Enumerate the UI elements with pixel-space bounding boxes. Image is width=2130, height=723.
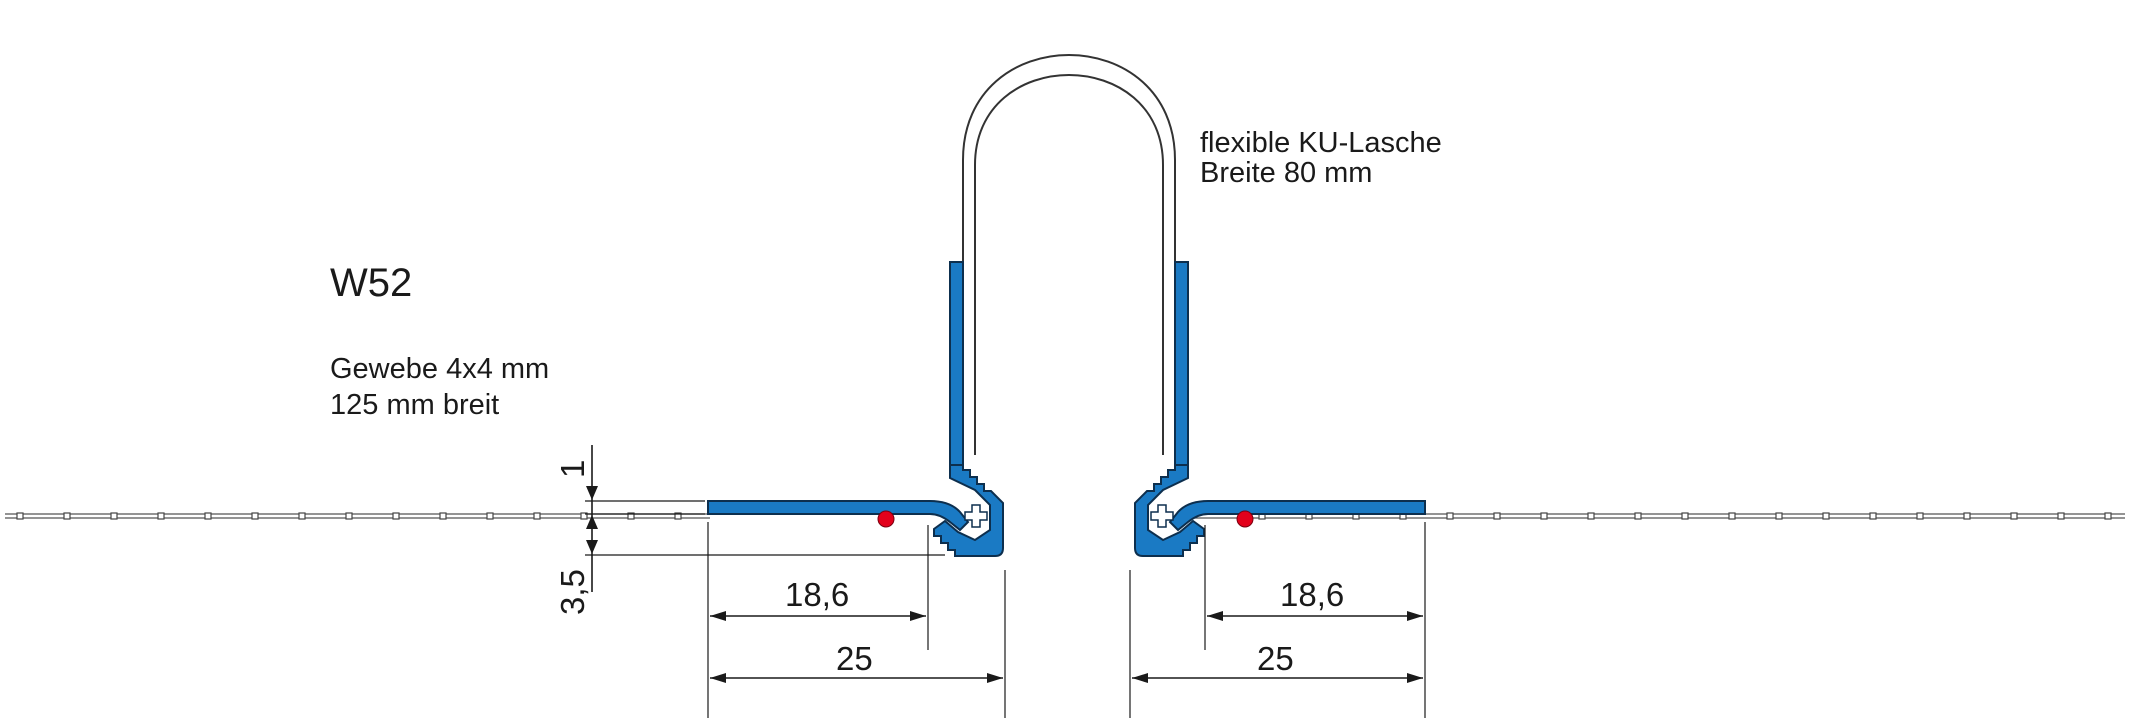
mesh-node [1634, 512, 1642, 520]
mesh-node [1587, 512, 1595, 520]
mesh-node [1540, 512, 1548, 520]
seal-dot-left [877, 510, 895, 528]
dim-left-outer: 25 [836, 640, 873, 677]
dim-thickness-top: 1 [554, 460, 591, 478]
mesh-node [345, 512, 353, 520]
dim-right-inner: 18,6 [1280, 576, 1344, 613]
mesh-node [204, 512, 212, 520]
fabric-label-line2: 125 mm breit [330, 389, 499, 421]
mesh-node [63, 512, 71, 520]
mesh-node [1775, 512, 1783, 520]
mesh-node [2057, 512, 2065, 520]
dim-thickness-bottom: 3,5 [554, 569, 591, 615]
profile-right [1134, 261, 1426, 557]
mesh-node [1446, 512, 1454, 520]
dim-right-outer: 25 [1257, 640, 1294, 677]
mesh-node [533, 512, 541, 520]
mesh-node [2104, 512, 2112, 520]
mesh-node [486, 512, 494, 520]
mesh-node [298, 512, 306, 520]
mesh-node [1869, 512, 1877, 520]
mesh-node [2010, 512, 2018, 520]
mesh-node [1681, 512, 1689, 520]
mesh-node [16, 512, 24, 520]
flap-label-line1: flexible KU-Lasche [1200, 127, 1442, 159]
seal-dot-right [1236, 510, 1254, 528]
mesh-node [1916, 512, 1924, 520]
dimension-lines [707, 522, 1426, 718]
mesh-node [251, 512, 259, 520]
mesh-node [110, 512, 118, 520]
mesh-node [674, 512, 682, 520]
mesh-node [1493, 512, 1501, 520]
mesh-node [627, 512, 635, 520]
mesh-node [1822, 512, 1830, 520]
fabric-label-line1: Gewebe 4x4 mm [330, 353, 549, 385]
mesh-node [1963, 512, 1971, 520]
mesh-node [392, 512, 400, 520]
dim-left-inner: 18,6 [785, 576, 849, 613]
flap-label-line2: Breite 80 mm [1200, 157, 1372, 189]
mesh-node [580, 512, 588, 520]
flexible-flap [962, 54, 1176, 455]
mesh-node [1728, 512, 1736, 520]
drawing-title: W52 [330, 261, 412, 305]
mesh-node [157, 512, 165, 520]
mesh-node [439, 512, 447, 520]
profile-left [707, 261, 1004, 557]
thickness-dimension [585, 445, 945, 592]
